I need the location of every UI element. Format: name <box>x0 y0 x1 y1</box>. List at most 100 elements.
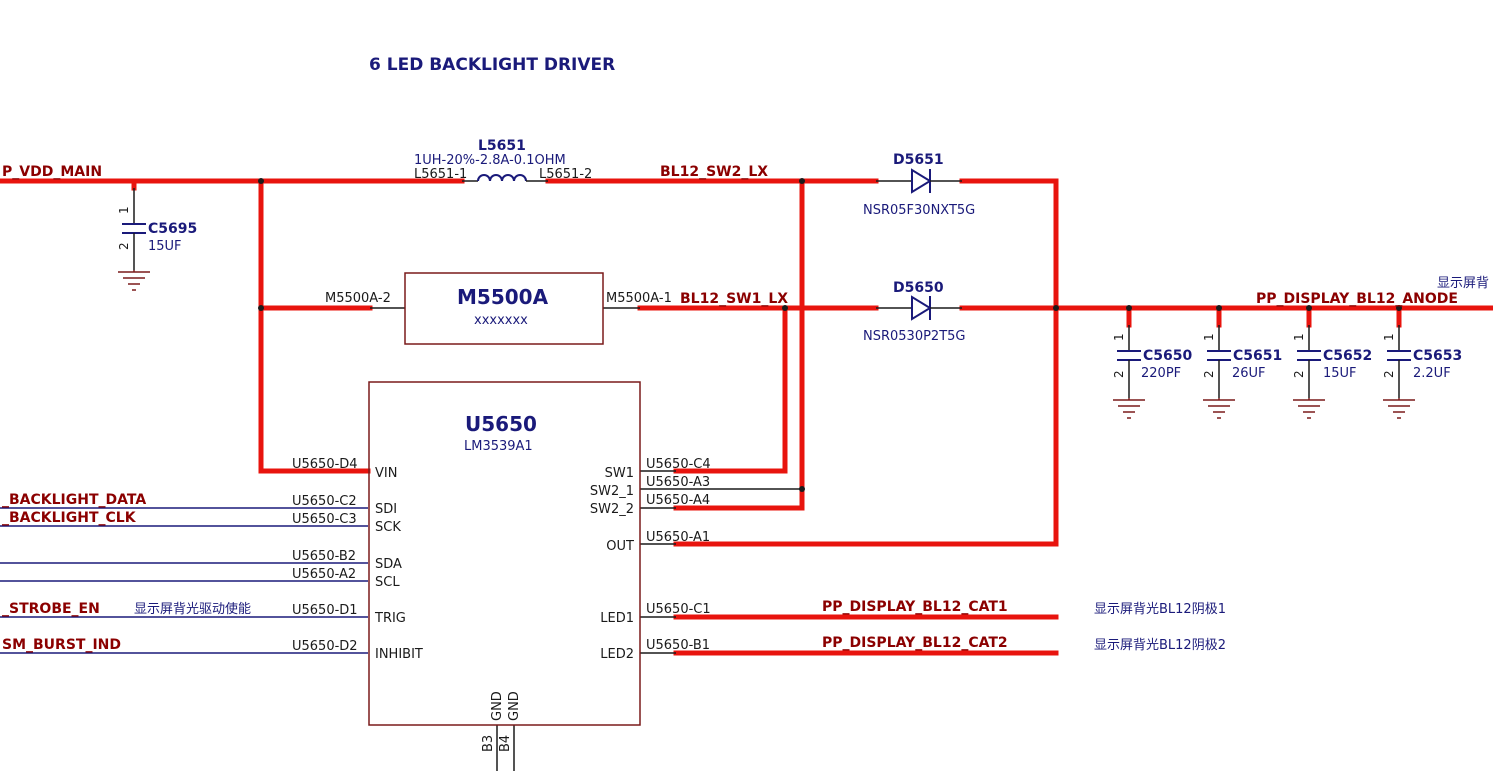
ground-symbol <box>1383 398 1415 419</box>
ic-right-pin: SW2_1 <box>590 484 634 499</box>
ic-left-pin: INHIBIT <box>375 647 423 662</box>
cap-pin1: 1 <box>1202 333 1216 341</box>
ic-left-pin: SCL <box>375 575 400 590</box>
component-m5500a: M5500A xxxxxxx M5500A-2 M5500A-1 <box>325 272 672 345</box>
capacitor-c5651: 1 2 C5651 26UF <box>1202 325 1282 419</box>
ic-bottom-pin: GND <box>507 691 522 721</box>
diode-d5651: D5651 NSR05F30NXT5G <box>863 152 975 218</box>
ic-part: LM3539A1 <box>464 439 533 454</box>
capacitor-c5652: 1 2 C5652 15UF <box>1292 325 1372 419</box>
cap-value: 220PF <box>1141 366 1181 381</box>
diode-part: NSR05F30NXT5G <box>863 203 975 218</box>
ground-symbol <box>118 270 150 291</box>
net-cat1-cn: 显示屏背光BL12阴极1 <box>1094 602 1226 617</box>
net-strobe-en: _STROBE_EN <box>2 601 100 617</box>
pin-stubs <box>370 307 802 771</box>
ic-right-ball: U5650-C1 <box>646 602 711 617</box>
cap-pin2: 2 <box>1292 370 1306 378</box>
ic-left-ball: U5650-D2 <box>292 639 358 654</box>
ic-left-ball: U5650-C2 <box>292 494 357 509</box>
cap-value: 2.2UF <box>1413 366 1451 381</box>
cap-pin2: 2 <box>1202 370 1216 378</box>
cap-pin1: 1 <box>1112 333 1126 341</box>
cap-ref: C5651 <box>1233 348 1282 364</box>
signal-wires <box>0 507 368 654</box>
inductor-ref: L5651 <box>478 138 526 154</box>
cap-pin1: 1 <box>1382 333 1396 341</box>
cap-ref: C5695 <box>148 221 197 237</box>
diode-ref: D5650 <box>893 280 944 296</box>
ic-left-ball: U5650-C3 <box>292 512 357 527</box>
ic-left-ball: U5650-B2 <box>292 549 356 564</box>
power-wires <box>0 178 1493 656</box>
m5500a-pin2: M5500A-2 <box>325 291 391 306</box>
inductor-pin1: L5651-1 <box>414 167 467 182</box>
inductor-l5651: L5651 1UH-20%-2.8A-0.1OHM L5651-1 L5651-… <box>414 138 592 182</box>
cap-ref: C5652 <box>1323 348 1372 364</box>
net-anode: PP_DISPLAY_BL12_ANODE <box>1256 291 1458 307</box>
ic-bottom-ball: B3 <box>481 735 496 752</box>
inductor-pin2: L5651-2 <box>539 167 592 182</box>
cap-value: 15UF <box>148 239 182 254</box>
ic-left-pin: SCK <box>375 520 401 535</box>
net-anode-cn: 显示屏背 <box>1437 276 1489 291</box>
diode-d5650: D5650 NSR0530P2T5G <box>863 280 966 344</box>
ic-right-pin: OUT <box>606 539 634 554</box>
diode-ref: D5651 <box>893 152 944 168</box>
capacitor-c5650: 1 2 C5650 220PF <box>1112 325 1192 419</box>
inductor-value: 1UH-20%-2.8A-0.1OHM <box>414 153 566 168</box>
cap-pin2: 2 <box>1112 370 1126 378</box>
ic-left-pin: SDI <box>375 502 397 517</box>
cap-value: 15UF <box>1323 366 1357 381</box>
ic-left-pin: TRIG <box>374 611 406 626</box>
ic-right-ball: U5650-A1 <box>646 530 710 545</box>
net-burst-ind: SM_BURST_IND <box>2 637 121 653</box>
net-cat2-cn: 显示屏背光BL12阴极2 <box>1094 638 1226 653</box>
ic-u5650: U5650 LM3539A1 U5650-D4 U5650-C2 U5650-C… <box>292 381 711 752</box>
ic-right-ball: U5650-A3 <box>646 475 710 490</box>
cap-pin2: 2 <box>117 242 131 250</box>
capacitor-c5653: 1 2 C5653 2.2UF <box>1382 325 1462 419</box>
ic-right-ball: U5650-C4 <box>646 457 711 472</box>
cap-value: 26UF <box>1232 366 1266 381</box>
net-bl12-sw1-lx: BL12_SW1_LX <box>680 291 788 307</box>
ground-symbol <box>1113 398 1145 419</box>
net-strobe-en-cn: 显示屏背光驱动使能 <box>134 601 251 617</box>
cap-pin1: 1 <box>1292 333 1306 341</box>
m5500a-value: xxxxxxx <box>474 313 528 328</box>
ic-left-ball: U5650-D4 <box>292 457 358 472</box>
ground-symbol <box>1293 398 1325 419</box>
diode-part: NSR0530P2T5G <box>863 329 966 344</box>
ic-right-pin: SW2_2 <box>590 502 634 517</box>
page-title: 6 LED BACKLIGHT DRIVER <box>369 55 615 75</box>
net-backlight-data: _BACKLIGHT_DATA <box>2 492 146 508</box>
cap-pin2: 2 <box>1382 370 1396 378</box>
net-labels: P_VDD_MAIN BL12_SW2_LX BL12_SW1_LX PP_DI… <box>2 164 1489 653</box>
net-vdd-main: P_VDD_MAIN <box>2 164 102 180</box>
ic-right-pin: LED1 <box>600 611 634 626</box>
m5500a-ref: M5500A <box>457 285 549 309</box>
cap-pin1: 1 <box>117 206 131 214</box>
net-cat1: PP_DISPLAY_BL12_CAT1 <box>822 599 1008 615</box>
ic-bottom-ball: B4 <box>498 735 513 752</box>
cap-ref: C5650 <box>1143 348 1192 364</box>
ground-symbol <box>1203 398 1235 419</box>
ic-left-ball: U5650-A2 <box>292 567 356 582</box>
ic-left-pin: VIN <box>375 466 397 481</box>
ic-right-ball: U5650-B1 <box>646 638 710 653</box>
ic-left-pin: SDA <box>375 557 402 572</box>
ic-right-ball: U5650-A4 <box>646 493 710 508</box>
ic-ref: U5650 <box>465 412 537 436</box>
net-backlight-clk: _BACKLIGHT_CLK <box>2 510 137 526</box>
capacitor-c5695: 1 2 C5695 15UF <box>117 188 197 291</box>
junctions <box>258 178 1402 492</box>
ic-bottom-pin: GND <box>490 691 505 721</box>
net-bl12-sw2-lx: BL12_SW2_LX <box>660 164 768 180</box>
cap-ref: C5653 <box>1413 348 1462 364</box>
ic-right-pin: SW1 <box>605 466 634 481</box>
ic-right-pin: LED2 <box>600 647 634 662</box>
net-cat2: PP_DISPLAY_BL12_CAT2 <box>822 635 1008 651</box>
m5500a-pin1: M5500A-1 <box>606 291 672 306</box>
ic-left-ball: U5650-D1 <box>292 603 358 618</box>
